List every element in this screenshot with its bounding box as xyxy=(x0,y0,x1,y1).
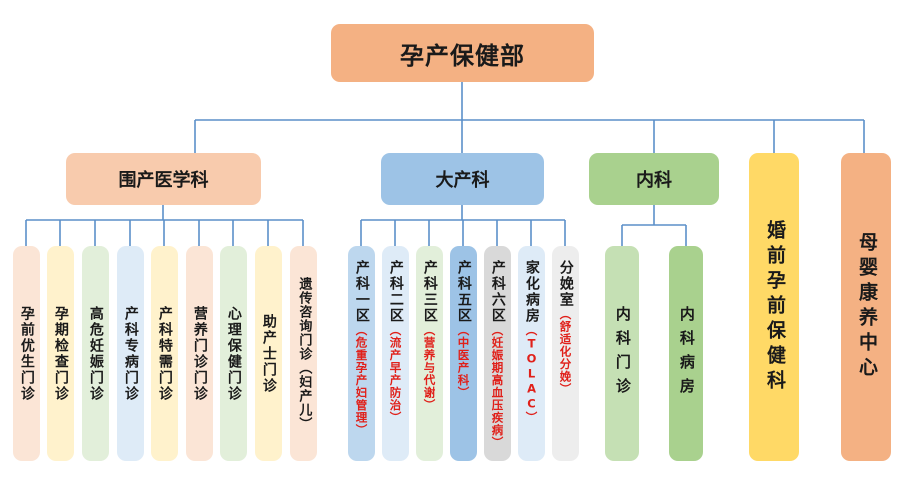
maternal-infant-node: 母婴康养中心 xyxy=(841,153,891,461)
ward-subtitle: （妊娠期高血压疾病） xyxy=(490,324,505,449)
ward-name: 产科一区 xyxy=(353,260,370,324)
perinatal-child-label: 遗传咨询门诊（妇产儿） xyxy=(296,276,312,431)
maternal-infant-label: 母婴康养中心 xyxy=(855,232,878,382)
ward-name: 产科三区 xyxy=(421,260,438,324)
internal-child-label: 内科病房 xyxy=(677,305,696,402)
root-title: 孕产保健部 xyxy=(400,41,525,70)
ward-subtitle: （流产早产防治） xyxy=(388,324,403,424)
internal-node: 内科 xyxy=(589,153,719,205)
ward-name: 产科二区 xyxy=(387,260,404,324)
perinatal-child-label: 产科特需门诊 xyxy=(156,305,173,402)
obstetrics-ward: 分娩室（舒适化分娩） xyxy=(552,246,579,461)
premarital-label: 婚前孕前保健科 xyxy=(763,219,786,395)
obstetrics-ward: 产科五区（中医产科） xyxy=(450,246,477,461)
perinatal-child-label: 孕前优生门诊 xyxy=(18,305,35,402)
perinatal-child-label: 高危妊娠门诊 xyxy=(87,305,104,402)
obstetrics-label: 大产科 xyxy=(435,170,490,191)
root-node: 孕产保健部 xyxy=(331,24,594,82)
ward-name: 家化病房 xyxy=(523,260,540,324)
obstetrics-ward: 产科六区（妊娠期高血压疾病） xyxy=(484,246,511,461)
obstetrics-ward: 家化病房（TOLAC） xyxy=(518,246,545,461)
perinatal-child-label: 心理保健门诊 xyxy=(225,305,242,402)
perinatal-child: 营养门诊门诊 xyxy=(186,246,213,461)
perinatal-child: 产科特需门诊 xyxy=(151,246,178,461)
internal-child-label: 内科门诊 xyxy=(613,305,632,402)
perinatal-child-label: 营养门诊门诊 xyxy=(191,305,208,402)
ward-name: 产科五区 xyxy=(455,260,472,324)
perinatal-label: 围产医学科 xyxy=(118,170,209,191)
perinatal-child: 孕期检查门诊 xyxy=(47,246,74,461)
ward-subtitle: （危重孕产妇管理） xyxy=(354,324,369,437)
obstetrics-node: 大产科 xyxy=(381,153,544,205)
ward-subtitle: （中医产科） xyxy=(456,324,471,399)
internal-child: 内科门诊 xyxy=(605,246,639,461)
ward-name: 产科六区 xyxy=(489,260,506,324)
perinatal-child: 助产士门诊 xyxy=(255,246,282,461)
obstetrics-ward: 产科二区（流产早产防治） xyxy=(382,246,409,461)
ward-subtitle: （营养与代谢） xyxy=(422,324,437,412)
ward-subtitle: （TOLAC） xyxy=(524,324,539,424)
perinatal-child: 产科专病门诊 xyxy=(117,246,144,461)
obstetrics-ward: 产科一区（危重孕产妇管理） xyxy=(348,246,375,461)
perinatal-node: 围产医学科 xyxy=(66,153,261,205)
obstetrics-ward: 产科三区（营养与代谢） xyxy=(416,246,443,461)
ward-subtitle: （舒适化分娩） xyxy=(558,308,573,396)
perinatal-child: 心理保健门诊 xyxy=(220,246,247,461)
perinatal-child: 高危妊娠门诊 xyxy=(82,246,109,461)
internal-label: 内科 xyxy=(636,170,672,191)
ward-name: 分娩室 xyxy=(557,260,574,308)
perinatal-child-label: 产科专病门诊 xyxy=(122,305,139,402)
premarital-node: 婚前孕前保健科 xyxy=(749,153,799,461)
internal-child: 内科病房 xyxy=(669,246,703,461)
perinatal-child-label: 孕期检查门诊 xyxy=(52,305,69,402)
perinatal-child-label: 助产士门诊 xyxy=(260,313,277,394)
perinatal-child: 孕前优生门诊 xyxy=(13,246,40,461)
perinatal-child: 遗传咨询门诊（妇产儿） xyxy=(290,246,317,461)
